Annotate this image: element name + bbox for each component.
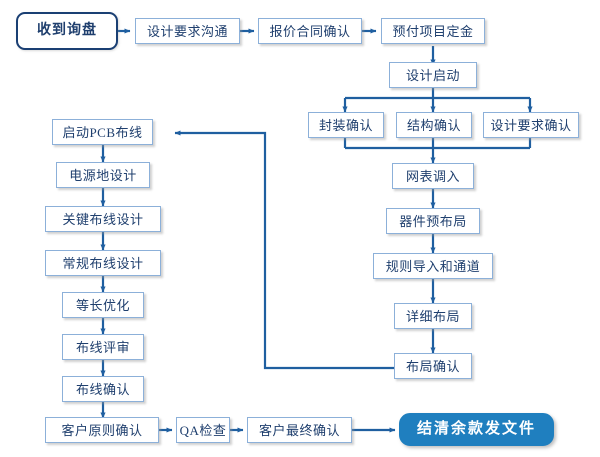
node-routing-confirm[interactable]: 布线确认 [62,376,144,402]
node-label: 等长优化 [75,297,130,313]
node-qa-check[interactable]: QA检查 [176,417,230,443]
node-label: 规则导入和通道 [385,258,481,274]
node-netlist-import[interactable]: 网表调入 [392,163,474,189]
node-label: 结清余款发文件 [416,421,536,437]
node-component-preplacement[interactable]: 器件预布局 [386,208,480,234]
node-quote-contract-confirm[interactable]: 报价合同确认 [258,18,362,44]
node-prepay-deposit[interactable]: 预付项目定金 [381,18,485,44]
node-length-matching-optimization[interactable]: 等长优化 [62,292,144,318]
node-label: 启动PCB布线 [62,124,143,140]
node-label: 封装确认 [318,117,373,133]
node-label: 设计要求确认 [490,117,572,133]
node-detailed-placement[interactable]: 详细布局 [394,303,472,329]
node-label: 电源地设计 [69,167,137,183]
node-label: 网表调入 [405,168,460,184]
node-package-confirm[interactable]: 封装确认 [308,112,384,138]
node-label: 报价合同确认 [269,23,351,39]
node-rules-import-channel[interactable]: 规则导入和通道 [373,253,493,279]
node-settle-balance-release-files[interactable]: 结清余款发文件 [399,413,554,446]
node-label: 布线确认 [75,381,130,397]
node-normal-routing-design[interactable]: 常规布线设计 [45,250,161,276]
node-label: 客户原则确认 [61,422,143,438]
node-customer-principle-confirm[interactable]: 客户原则确认 [45,417,159,443]
node-label: 关键布线设计 [62,211,144,227]
node-start-pcb-routing[interactable]: 启动PCB布线 [52,119,153,145]
node-critical-routing-design[interactable]: 关键布线设计 [45,206,161,232]
node-label: 器件预布局 [399,213,467,229]
node-label: 布局确认 [405,358,460,374]
node-label: 设计要求沟通 [146,23,228,39]
node-design-requirement-talk[interactable]: 设计要求沟通 [135,18,240,44]
node-customer-final-confirm[interactable]: 客户最终确认 [247,417,352,443]
node-label: 设计启动 [405,67,460,83]
connector-layout-confirm-to-routing-start [174,130,395,370]
node-label: 布线评审 [75,339,130,355]
node-label: 收到询盘 [37,23,97,38]
node-label: 常规布线设计 [62,255,144,271]
node-structure-confirm[interactable]: 结构确认 [396,112,472,138]
node-power-ground-design[interactable]: 电源地设计 [56,162,150,188]
node-label: QA检查 [179,422,227,438]
node-routing-review[interactable]: 布线评审 [62,334,144,360]
node-design-requirement-confirm[interactable]: 设计要求确认 [483,112,579,138]
node-design-kickoff[interactable]: 设计启动 [389,62,477,88]
node-label: 客户最终确认 [258,422,340,438]
node-placement-confirm[interactable]: 布局确认 [394,353,472,379]
node-label: 结构确认 [406,117,461,133]
node-label: 预付项目定金 [392,23,474,39]
node-label: 详细布局 [405,308,460,324]
node-start-inquiry[interactable]: 收到询盘 [16,12,118,50]
